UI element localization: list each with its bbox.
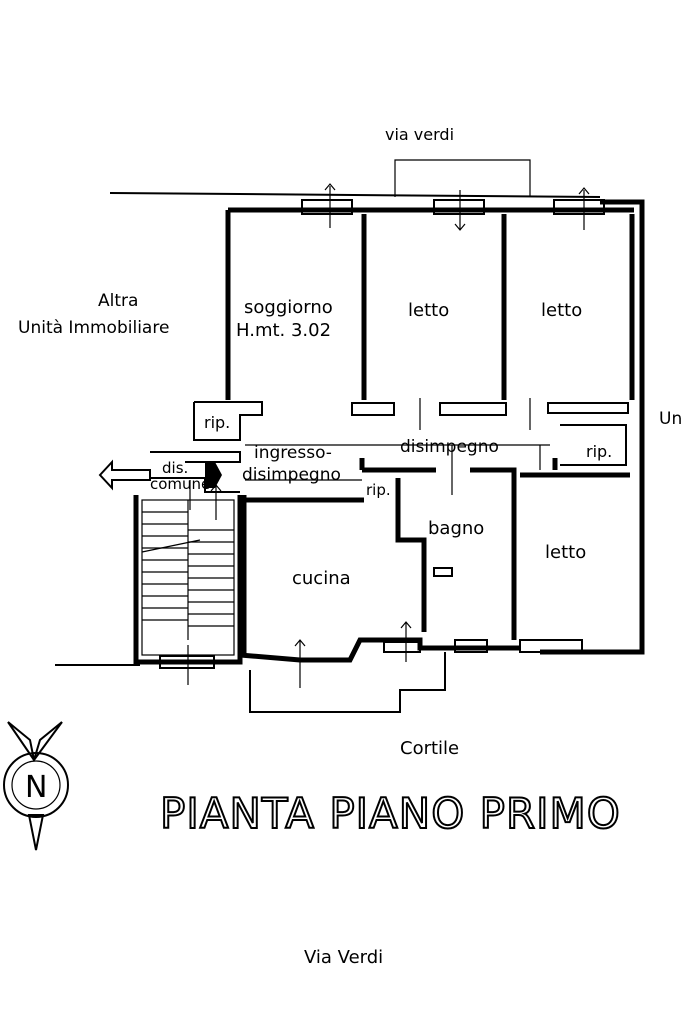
stairs <box>141 500 234 640</box>
room-letto-2: letto <box>541 300 582 321</box>
room-soggiorno-height: H.mt. 3.02 <box>236 320 331 341</box>
room-soggiorno: soggiorno <box>244 297 333 318</box>
street-bottom-label: Via Verdi <box>304 947 383 968</box>
room-rip-1: rip. <box>204 413 230 432</box>
walls-outer <box>55 159 645 713</box>
room-letto-3: letto <box>545 542 586 563</box>
room-dis-comune-2: comune <box>150 475 210 493</box>
walls-inner <box>150 214 635 655</box>
room-bagno: bagno <box>428 518 484 539</box>
room-cucina: cucina <box>292 568 351 589</box>
room-dis-comune-1: dis. <box>162 459 188 477</box>
room-disimpegno-2: disimpegno <box>400 437 499 457</box>
street-top-label: via verdi <box>385 125 454 144</box>
room-rip-2: rip. <box>586 442 612 461</box>
neighbor-label-line1: Altra <box>98 291 138 311</box>
windows <box>159 199 605 669</box>
street-right-label: Un <box>659 409 682 429</box>
neighbor-label-line2: Unità Immobiliare <box>18 318 169 338</box>
plan-title: PIANTA PIANO PRIMO <box>160 789 621 838</box>
compass-icon: N <box>3 721 69 851</box>
room-rip-3: rip. <box>366 481 391 499</box>
room-letto-1: letto <box>408 300 449 321</box>
courtyard-label: Cortile <box>400 738 459 759</box>
arrows <box>98 183 590 688</box>
room-disimpegno-1: disimpegno <box>242 465 341 485</box>
compass-letter: N <box>25 770 47 805</box>
room-ingresso: ingresso- <box>254 443 332 463</box>
